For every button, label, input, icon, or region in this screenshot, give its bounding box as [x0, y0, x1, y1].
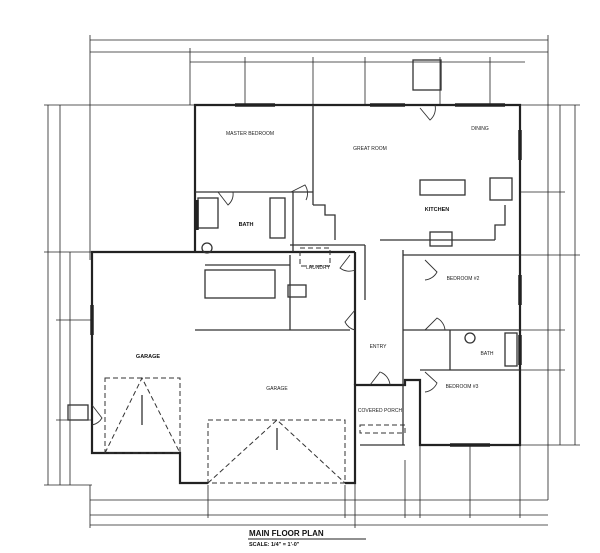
room-label-bedroom-3: BEDROOM #3	[446, 384, 479, 390]
room-label-kitchen: KITCHEN	[425, 207, 449, 213]
garage-doors	[104, 376, 346, 484]
plan-title: MAIN FLOOR PLAN	[249, 529, 324, 538]
room-label-garage-left: GARAGE	[136, 354, 160, 360]
room-label-bath-master: BATH	[239, 222, 254, 228]
room-label-dining: DINING	[471, 126, 489, 132]
right-dimension-lines	[520, 104, 580, 446]
top-dimension-lines	[89, 35, 549, 500]
doors	[91, 104, 446, 426]
room-label-covered-porch: COVERED PORCH	[358, 408, 403, 414]
room-label-great-room: GREAT ROOM	[353, 146, 387, 152]
windows	[90, 59, 522, 447]
room-label-master-bedroom: MASTER BEDROOM	[226, 131, 274, 137]
room-label-laundry: LAUNDRY	[306, 265, 330, 271]
room-label-bedroom-2: BEDROOM #2	[447, 276, 480, 282]
porch-steps	[359, 424, 406, 446]
step-platform	[67, 404, 89, 421]
room-label-entry: ENTRY	[370, 344, 388, 350]
bottom-dimension-lines	[89, 445, 548, 528]
interior-walls	[195, 105, 520, 445]
room-label-garage-main: GARAGE	[266, 386, 288, 392]
plan-scale: SCALE: 1/4" = 1'-0"	[249, 542, 300, 548]
left-dimension-lines	[44, 104, 195, 486]
room-label-bath-2: BATH	[481, 351, 494, 357]
